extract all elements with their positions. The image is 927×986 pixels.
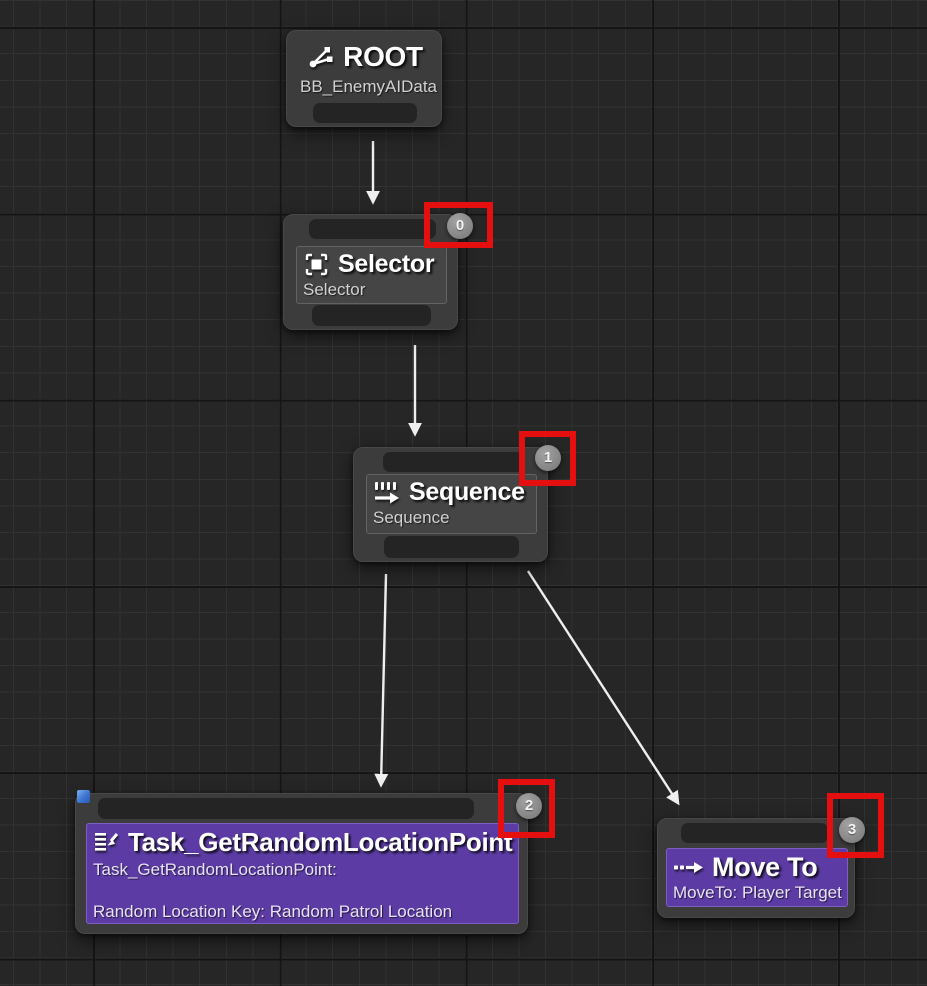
node-move-to[interactable]: Move To MoveTo: Player Target	[657, 818, 855, 918]
node-task-get-random-location-point[interactable]: Task_GetRandomLocationPoint Task_GetRand…	[75, 790, 528, 934]
move-to-icon	[673, 860, 704, 875]
root-output-pin[interactable]	[313, 103, 417, 123]
wire-sequence-task[interactable]	[374, 573, 389, 788]
moveto-input-pin[interactable]	[681, 823, 828, 843]
highlight-box-1	[519, 431, 576, 486]
node-subtitle: Task_GetRandomLocationPoint:	[93, 860, 337, 879]
sequence-icon	[373, 480, 401, 506]
node-title: Task_GetRandomLocationPoint	[128, 827, 513, 857]
node-subtitle: BB_EnemyAIData	[300, 77, 438, 96]
selector-icon	[303, 251, 330, 278]
selector-output-pin[interactable]	[312, 305, 431, 326]
node-subtitle: Sequence	[373, 508, 450, 527]
node-title: ROOT	[343, 41, 423, 72]
node-sequence[interactable]: Sequence Sequence	[353, 447, 548, 562]
sequence-output-pin[interactable]	[384, 536, 519, 558]
wire-sequence-moveto[interactable]	[526, 570, 680, 806]
blueprint-task-icon	[77, 790, 90, 803]
execution-index-badge: 2	[516, 793, 542, 819]
execution-index-badge: 3	[839, 817, 865, 843]
node-root[interactable]: ROOT BB_EnemyAIData	[286, 30, 442, 127]
node-subtitle: Selector	[303, 280, 366, 299]
node-title: Selector	[338, 250, 435, 278]
task-list-icon	[93, 830, 120, 855]
node-title: Sequence	[409, 478, 525, 506]
node-title: Move To	[712, 852, 818, 882]
execution-index-badge: 0	[447, 213, 473, 239]
highlight-box-0	[424, 202, 493, 248]
selector-input-pin[interactable]	[309, 219, 436, 239]
sequence-input-pin[interactable]	[383, 452, 523, 472]
task-input-pin[interactable]	[98, 798, 474, 819]
highlight-box-2	[498, 779, 555, 838]
highlight-box-3	[827, 793, 884, 858]
node-detail: Random Location Key: Random Patrol Locat…	[93, 902, 453, 921]
node-subtitle: MoveTo: Player Target	[673, 883, 842, 902]
root-graph-icon	[305, 43, 335, 71]
execution-index-badge: 1	[535, 445, 561, 471]
